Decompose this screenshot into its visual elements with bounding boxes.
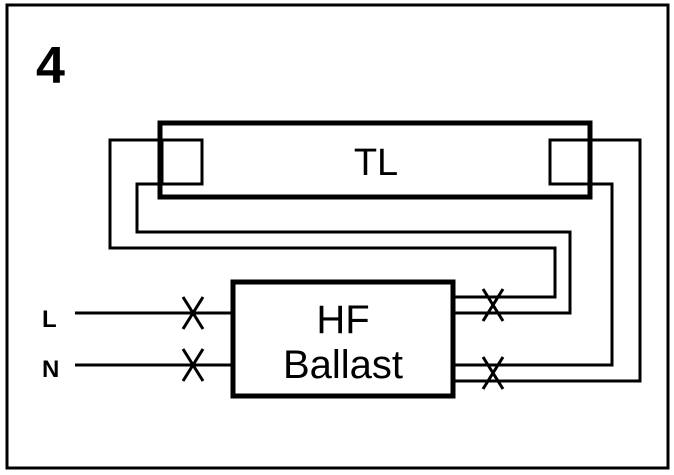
terminal-n-label: N <box>42 356 59 383</box>
terminal-l-label: L <box>42 306 57 333</box>
ballast-body <box>230 279 456 399</box>
wire-lamp-left-inner <box>135 182 572 315</box>
wire-lamp-right-outer <box>453 138 642 383</box>
tube-left-cap <box>160 138 204 186</box>
fluorescent-tube: TL <box>157 120 593 200</box>
tube-label: TL <box>354 142 398 184</box>
tube-right-cap <box>548 138 592 186</box>
wire-lamp-right-inner <box>453 182 614 367</box>
step-number: 4 <box>36 37 65 95</box>
cross-marker <box>481 356 505 390</box>
diagram-frame <box>5 3 670 470</box>
cross-marker <box>181 296 205 330</box>
cross-marker <box>481 288 505 322</box>
wire-lamp-left-outer <box>108 138 557 299</box>
ballast-label-line2: Ballast <box>283 343 403 387</box>
cross-marker <box>181 348 205 382</box>
hf-ballast: HF Ballast <box>230 279 456 399</box>
ballast-label-line1: HF <box>316 298 369 342</box>
